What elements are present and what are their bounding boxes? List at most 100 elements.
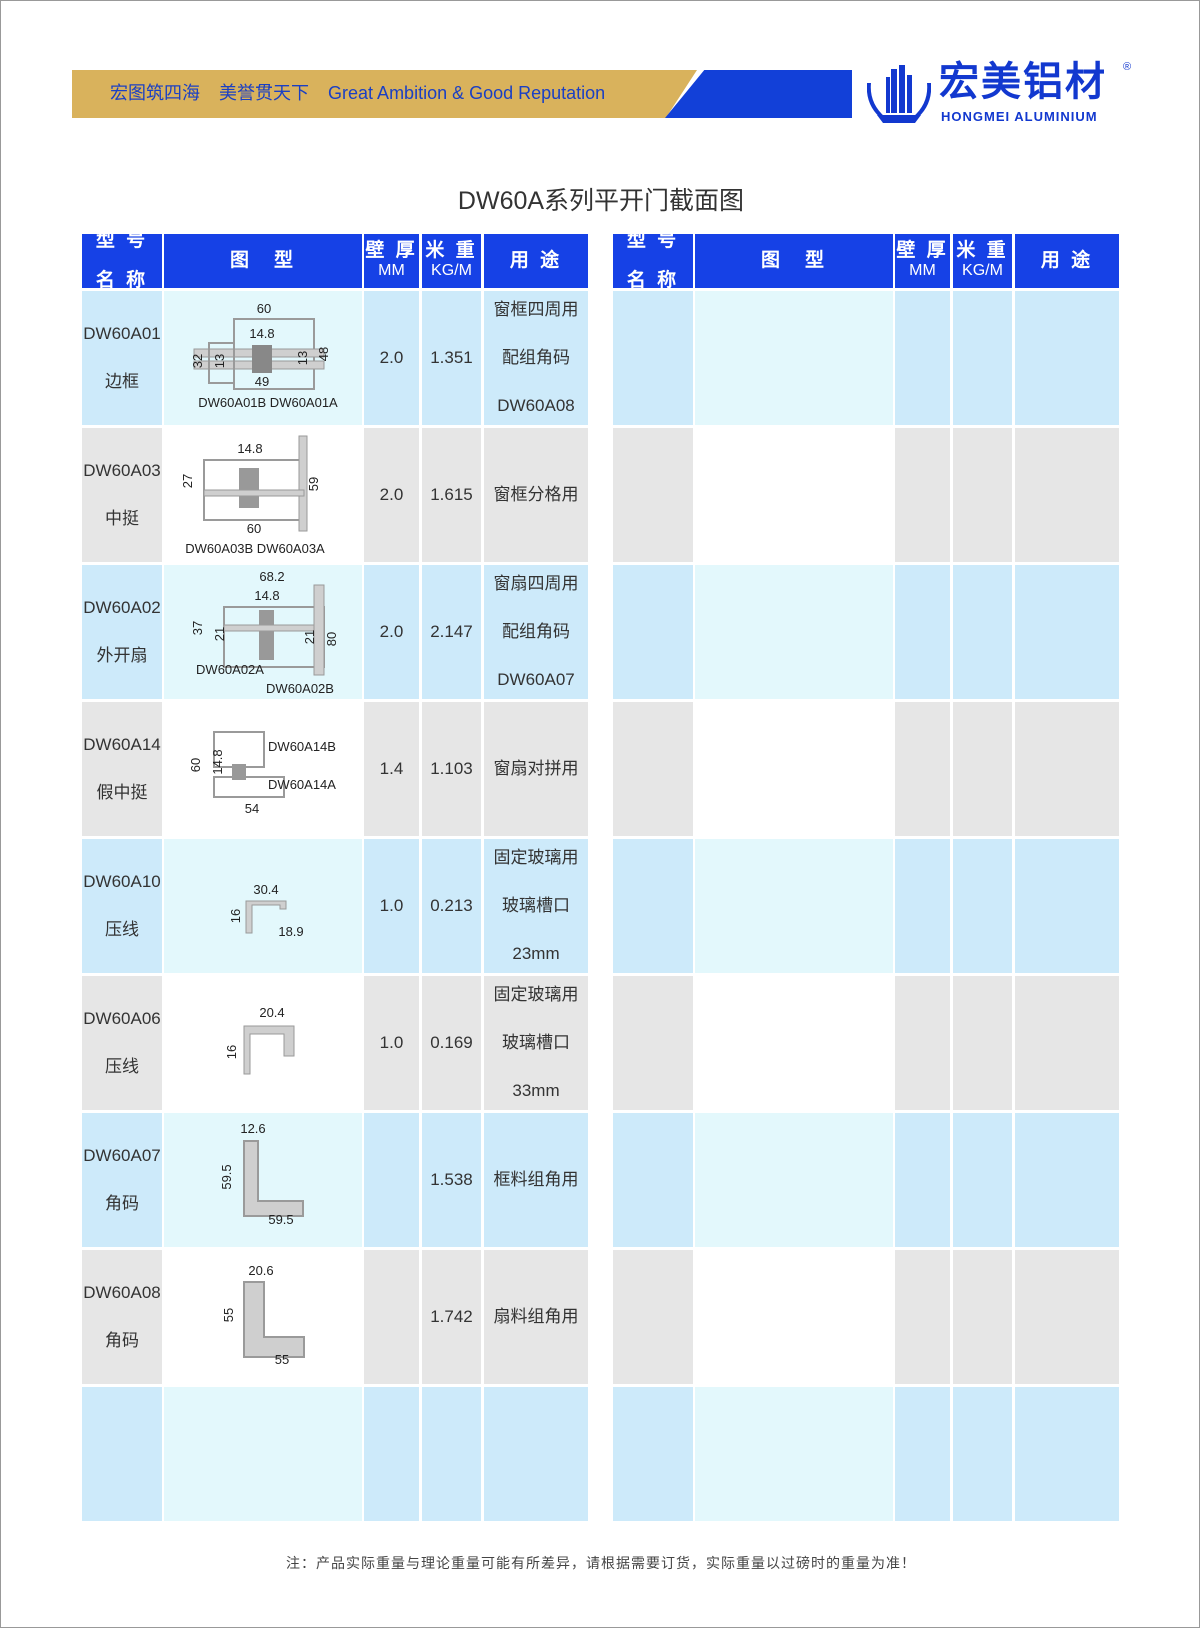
thickness-value: 1.0 <box>379 1033 404 1052</box>
header-figure: 图 型 <box>695 234 893 288</box>
model-name: 角码 <box>105 1331 139 1350</box>
dimension-label: DW60A14B <box>268 739 336 754</box>
figure-cell-right <box>695 1250 893 1384</box>
header-thickness-label: 壁 厚 <box>365 240 418 261</box>
model-cell-right <box>613 1387 693 1521</box>
thickness-cell-right <box>895 428 950 562</box>
usage-cell-right <box>1015 702 1119 836</box>
thickness-cell-left <box>364 1113 419 1247</box>
figure-cell-right <box>695 1113 893 1247</box>
usage-line: DW60A08 <box>497 396 575 415</box>
dimension-label: DW60A02A <box>196 662 264 677</box>
dimension-label: DW60A03B DW60A03A <box>185 541 325 556</box>
thickness-cell-right <box>895 976 950 1110</box>
header-thickness-unit: MM <box>909 262 936 279</box>
figure-cell-right <box>695 976 893 1110</box>
thickness-cell-left: 1.0 <box>364 839 419 973</box>
header-thickness-label: 壁 厚 <box>896 240 949 261</box>
thickness-cell-right <box>895 1387 950 1521</box>
logo-name-en: HONGMEI ALUMINIUM <box>941 109 1098 124</box>
model-code: DW60A07 <box>83 1146 161 1165</box>
header-figure-label: 图 型 <box>760 250 827 271</box>
usage-cell-right <box>1015 291 1119 425</box>
model-cell-right <box>613 1250 693 1384</box>
model-name: 压线 <box>105 1057 139 1076</box>
dimension-label: 13 <box>212 353 227 369</box>
usage-cell-right <box>1015 1113 1119 1247</box>
profile-section-drawing <box>223 584 325 676</box>
figure-cell-right <box>695 1387 893 1521</box>
usage-cell-right <box>1015 976 1119 1110</box>
profile-section-drawing <box>213 731 285 798</box>
figure-cell-right <box>695 702 893 836</box>
figure-cell-left <box>164 1387 362 1521</box>
page-title: DW60A系列平开门截面图 <box>457 187 745 215</box>
weight-cell-left: 0.213 <box>422 839 481 973</box>
dimension-label: 48 <box>316 346 331 362</box>
banner-blue-band <box>665 70 852 118</box>
usage-line: 窗扇对拼用 <box>493 759 579 778</box>
dimension-label: 13 <box>295 350 310 366</box>
weight-value: 1.103 <box>430 759 473 778</box>
dimension-label: 59.5 <box>268 1212 294 1227</box>
model-code: DW60A03 <box>83 461 161 480</box>
dimension-label: 20.6 <box>248 1263 274 1278</box>
weight-cell-left: 1.538 <box>422 1113 481 1247</box>
dimension-label: 60 <box>188 757 203 773</box>
header-usage: 用 途 <box>1015 234 1119 288</box>
header-name: 名 称 <box>626 270 680 291</box>
thickness-cell-left: 1.4 <box>364 702 419 836</box>
dimension-label: 59 <box>306 476 321 492</box>
usage-line: 窗扇四周用 <box>493 574 579 593</box>
thickness-value: 1.4 <box>379 759 404 778</box>
model-code: DW60A10 <box>83 872 161 891</box>
thickness-cell-right <box>895 702 950 836</box>
usage-line: 配组角码 <box>502 348 570 367</box>
model-code: DW60A02 <box>83 598 161 617</box>
company-logo: 宏美铝材 HONGMEI ALUMINIUM ® <box>867 61 1137 127</box>
thickness-value: 1.0 <box>379 896 404 915</box>
usage-line: 窗框四周用 <box>493 300 579 319</box>
weight-value: 1.615 <box>430 485 473 504</box>
weight-cell-left: 0.169 <box>422 976 481 1110</box>
model-code: DW60A14 <box>83 735 161 754</box>
dimension-label: 14.8 <box>237 441 263 456</box>
model-cell-left: DW60A08 角码 <box>82 1250 162 1384</box>
dimension-label: 12.6 <box>240 1121 266 1136</box>
model-cell-right <box>613 291 693 425</box>
profile-section-drawing <box>193 318 325 390</box>
registered-mark: ® <box>1123 61 1132 73</box>
dimension-label: 21 <box>302 629 317 645</box>
model-cell-left: DW60A10 压线 <box>82 839 162 973</box>
footer-note: 注：产品实际重量与理论重量可能有所差异，请根据需要订货，实际重量以过磅时的重量为… <box>286 1555 916 1571</box>
thickness-cell-left: 1.0 <box>364 976 419 1110</box>
header-thickness-unit: MM <box>378 262 405 279</box>
thickness-cell-left: 2.0 <box>364 291 419 425</box>
header-model-name: 型 号名 称 <box>82 231 162 291</box>
model-cell-right <box>613 428 693 562</box>
logo-name-cn: 宏美铝材 <box>939 59 1107 105</box>
usage-line: 玻璃槽口 <box>502 896 570 915</box>
dimension-label: DW60A02B <box>266 681 334 696</box>
usage-line: DW60A07 <box>497 670 575 689</box>
weight-cell-left: 1.742 <box>422 1250 481 1384</box>
model-code: DW60A08 <box>83 1283 161 1302</box>
model-name: 压线 <box>105 920 139 939</box>
usage-line: 固定玻璃用 <box>493 848 579 867</box>
thickness-cell-left <box>364 1250 419 1384</box>
profile-section-drawing <box>243 1140 304 1217</box>
thickness-cell-right <box>895 1250 950 1384</box>
dimension-label: 49 <box>254 374 270 389</box>
profile-section-drawing <box>245 900 287 934</box>
usage-line: 固定玻璃用 <box>493 985 579 1004</box>
dimension-label: 55 <box>274 1352 290 1367</box>
